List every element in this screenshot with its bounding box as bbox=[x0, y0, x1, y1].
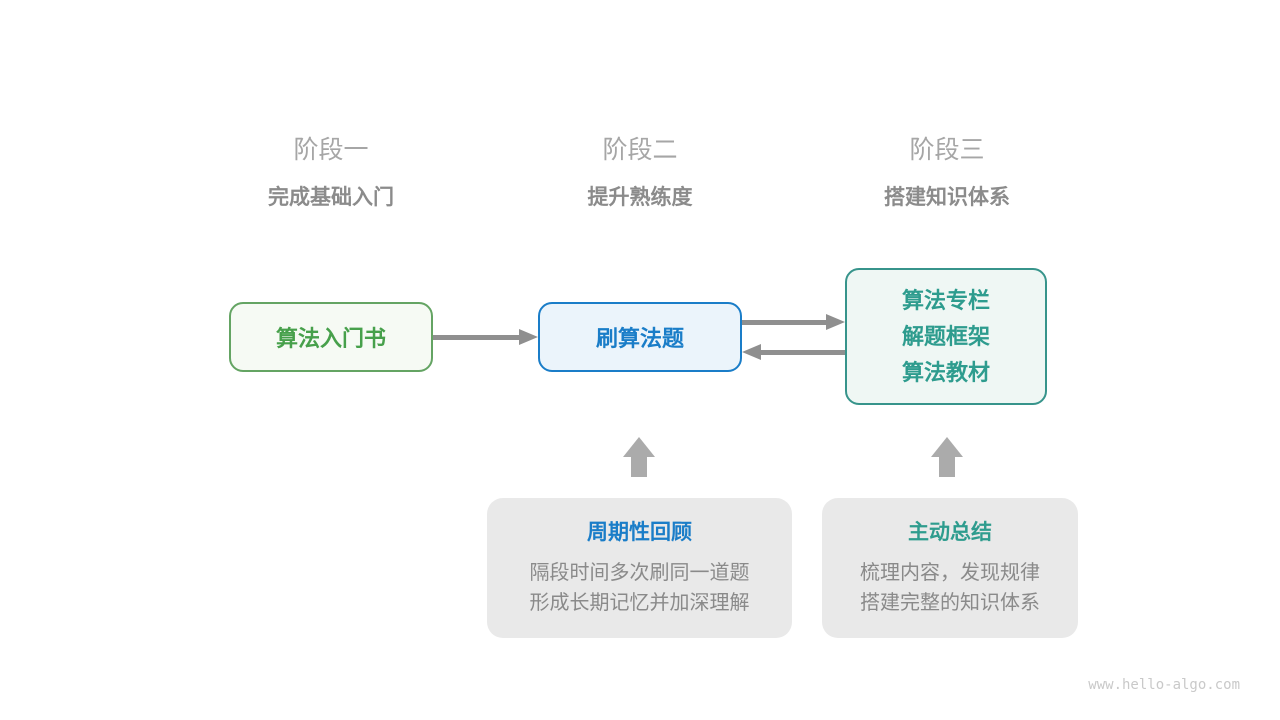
watermark: www.hello-algo.com bbox=[1088, 677, 1240, 693]
stage-1-title: 阶段一 bbox=[293, 136, 369, 164]
node-knowledge-line-1: 算法专栏 bbox=[901, 287, 990, 313]
note-periodic-review-title: 周期性回顾 bbox=[587, 521, 692, 544]
up-arrow-summarize-stem bbox=[939, 457, 955, 477]
up-arrow-review-icon bbox=[623, 437, 655, 457]
note-periodic-review-body-line-1: 隔段时间多次刷同一道题 bbox=[529, 562, 750, 584]
note-active-summary: 主动总结 梳理内容，发现规律 搭建完整的知识体系 bbox=[822, 498, 1078, 638]
stage-3-title: 阶段三 bbox=[909, 136, 985, 164]
stage-3-subtitle: 搭建知识体系 bbox=[884, 186, 1010, 209]
arrow-practice-to-knowledge-line bbox=[742, 320, 827, 325]
stage-2-subtitle: 提升熟练度 bbox=[587, 186, 693, 209]
arrow-knowledge-to-practice-head-icon bbox=[742, 344, 761, 360]
stage-2-title: 阶段二 bbox=[602, 136, 678, 164]
up-arrow-review-stem bbox=[631, 457, 647, 477]
arrow-knowledge-to-practice-line bbox=[760, 350, 845, 355]
arrow-book-to-practice-head-icon bbox=[519, 329, 538, 345]
arrow-book-to-practice-line bbox=[433, 335, 520, 340]
note-periodic-review-body-line-2: 形成长期记忆并加深理解 bbox=[529, 592, 750, 614]
node-knowledge-line-2: 解题框架 bbox=[901, 323, 990, 349]
up-arrow-summarize-icon bbox=[931, 437, 963, 457]
arrow-practice-to-knowledge-head-icon bbox=[826, 314, 845, 330]
note-active-summary-body: 梳理内容，发现规律 搭建完整的知识体系 bbox=[822, 558, 1078, 618]
stage-1-subtitle: 完成基础入门 bbox=[268, 186, 394, 209]
note-periodic-review-body: 隔段时间多次刷同一道题 形成长期记忆并加深理解 bbox=[487, 558, 792, 618]
node-intro-book: 算法入门书 bbox=[229, 302, 433, 372]
node-knowledge-line-3: 算法教材 bbox=[901, 359, 990, 385]
note-active-summary-body-line-2: 搭建完整的知识体系 bbox=[860, 592, 1040, 614]
note-active-summary-title: 主动总结 bbox=[908, 521, 992, 544]
node-practice: 刷算法题 bbox=[538, 302, 742, 372]
node-knowledge: 算法专栏 解题框架 算法教材 bbox=[845, 268, 1047, 405]
node-intro-book-label: 算法入门书 bbox=[275, 326, 386, 351]
note-periodic-review: 周期性回顾 隔段时间多次刷同一道题 形成长期记忆并加深理解 bbox=[487, 498, 792, 638]
node-practice-label: 刷算法题 bbox=[595, 326, 684, 351]
note-active-summary-body-line-1: 梳理内容，发现规律 bbox=[860, 562, 1040, 584]
